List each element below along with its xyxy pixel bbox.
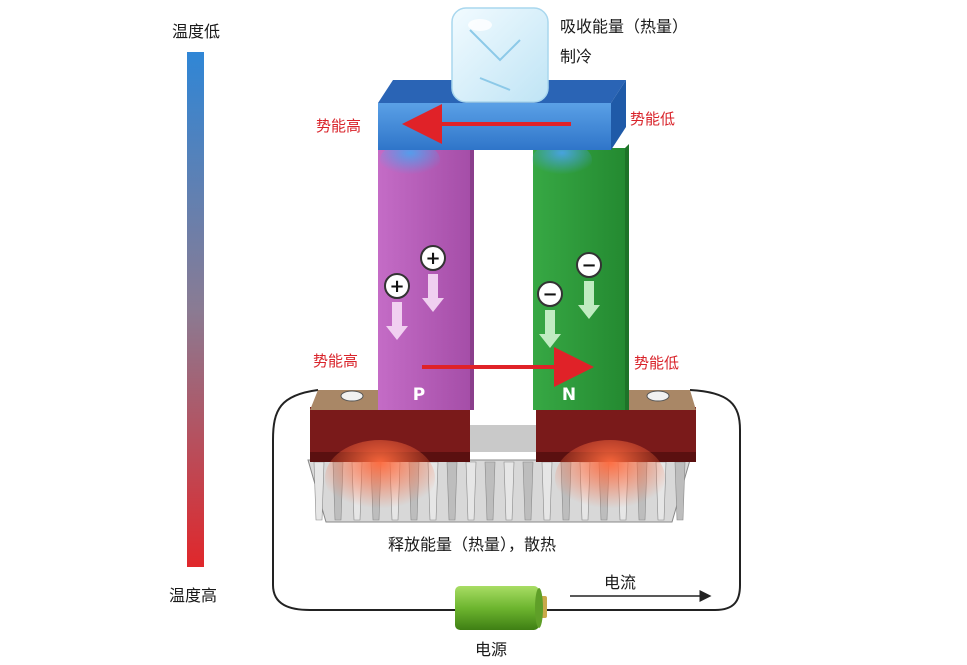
heat-glow-right xyxy=(555,440,665,516)
svg-text:−: − xyxy=(542,284,557,305)
negative-charge-icon: − xyxy=(576,252,602,319)
potential-low-top-label: 势能低 xyxy=(630,110,675,128)
potential-high-top-label: 势能高 xyxy=(316,117,361,135)
potential-high-bottom-label: 势能高 xyxy=(313,352,358,370)
n-leg-label: N xyxy=(562,385,576,405)
power-source-label: 电源 xyxy=(475,640,507,659)
current-label: 电流 xyxy=(604,573,636,592)
heat-sink-fin xyxy=(465,461,477,521)
heat-sink-fin xyxy=(446,461,458,521)
ice-cube-icon xyxy=(451,7,549,103)
potential-low-bottom-label: 势能低 xyxy=(634,354,679,372)
n-type-leg: N xyxy=(532,142,629,410)
battery-icon xyxy=(455,586,547,630)
circuit-wire xyxy=(272,389,741,611)
copper-pads xyxy=(310,390,696,410)
temp-low-label: 温度低 xyxy=(172,22,220,41)
absorb-energy-label: 吸收能量（热量） xyxy=(560,17,688,36)
heat-sink-fin xyxy=(503,461,515,521)
negative-charge-icon: − xyxy=(537,281,563,348)
heat-sink-fin xyxy=(541,461,553,521)
heat-glow-left xyxy=(325,440,435,516)
positive-charge-icon: + xyxy=(420,245,446,312)
svg-text:+: + xyxy=(425,248,440,269)
svg-text:+: + xyxy=(389,276,404,297)
negative-charges: −− xyxy=(537,252,602,348)
terminal-right-icon xyxy=(646,390,670,402)
heat-sink-fin xyxy=(313,461,325,521)
heat-sink-fin xyxy=(674,461,686,521)
positive-charge-icon: + xyxy=(384,273,410,340)
p-leg-label: P xyxy=(413,385,425,405)
svg-text:−: − xyxy=(581,255,596,276)
temp-high-label: 温度高 xyxy=(169,586,217,605)
heat-sink-fin xyxy=(522,461,534,521)
heat-sink-fin xyxy=(484,461,496,521)
cooling-label: 制冷 xyxy=(560,47,592,66)
temperature-scale-bar xyxy=(187,52,204,567)
terminal-left-icon xyxy=(340,390,364,402)
positive-charges: ++ xyxy=(384,245,446,340)
release-heat-label: 释放能量（热量），散热 xyxy=(388,535,556,554)
